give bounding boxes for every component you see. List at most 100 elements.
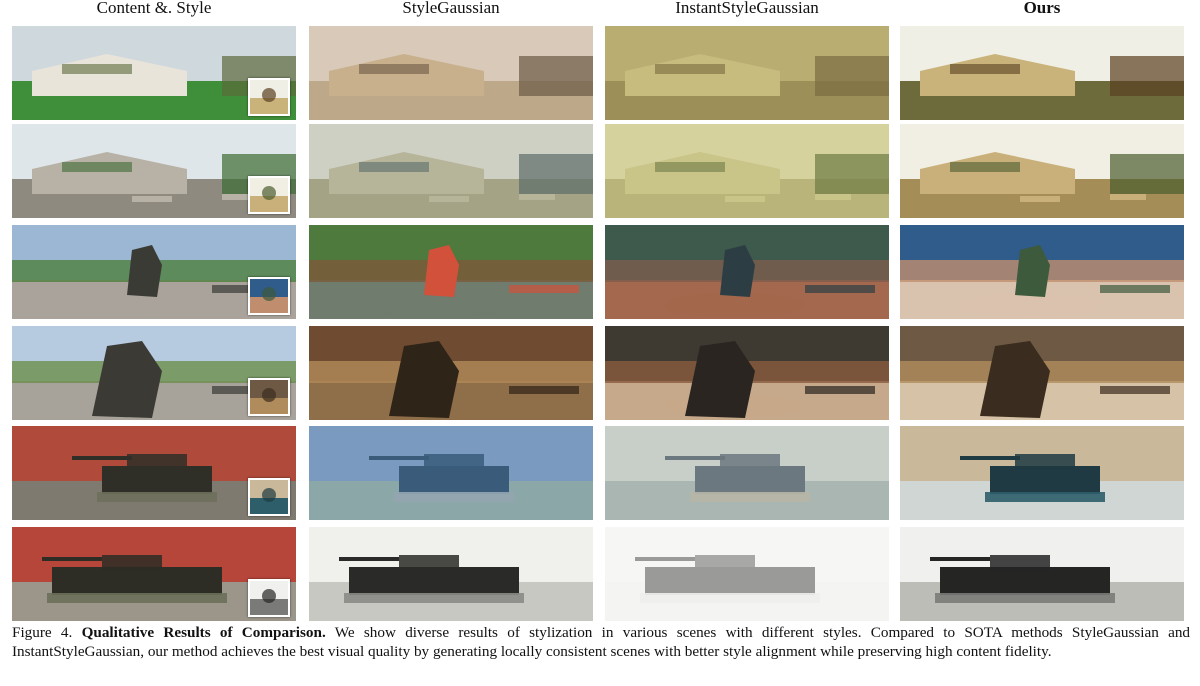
scene-image-courtyard-with-tables-col-0 bbox=[12, 124, 296, 218]
plaza-shape bbox=[960, 293, 1100, 317]
scene-image-courtyard-with-tables-col-3 bbox=[900, 124, 1184, 218]
figure-label: Figure 4. bbox=[12, 624, 73, 641]
caption-title: Qualitative Results of Comparison. bbox=[81, 624, 326, 641]
tank-turret-shape bbox=[1015, 454, 1075, 470]
bench-shape bbox=[1100, 386, 1170, 394]
scene-image-tank-front-col-2 bbox=[605, 426, 889, 520]
table-shape bbox=[815, 194, 851, 200]
tank-barrel-shape bbox=[930, 557, 990, 561]
plaza-shape bbox=[369, 293, 509, 317]
table-shape bbox=[1110, 194, 1146, 200]
tank-hull-shape bbox=[349, 567, 519, 595]
caption-body: We show diverse results of stylization i… bbox=[12, 624, 1191, 660]
bench-shape bbox=[212, 285, 282, 293]
brown-painting-style-thumbnail bbox=[248, 378, 290, 416]
scene-image-tank-side-col-3 bbox=[900, 527, 1184, 621]
tank-turret-shape bbox=[399, 555, 459, 571]
scene-image-courtyard-with-tables-col-1 bbox=[309, 124, 593, 218]
lattice-shape bbox=[950, 64, 1020, 74]
tank-hull-shape bbox=[399, 466, 509, 494]
scene-image-statue-closeup-col-3 bbox=[900, 326, 1184, 420]
plaza-shape bbox=[665, 293, 805, 317]
tree-shape bbox=[815, 56, 889, 96]
tank-barrel-shape bbox=[42, 557, 102, 561]
lattice-shape bbox=[359, 162, 429, 172]
roof-beam-shape bbox=[605, 426, 889, 444]
bench-shape bbox=[509, 386, 579, 394]
roof-beam-shape bbox=[900, 426, 1184, 444]
tree-shape bbox=[815, 154, 889, 194]
tank-tracks-shape bbox=[985, 492, 1105, 502]
tank-tracks-shape bbox=[394, 492, 514, 502]
statue-shape bbox=[1015, 245, 1050, 297]
tank-turret-shape bbox=[127, 454, 187, 470]
statue-shape bbox=[127, 245, 162, 297]
roof-beam-shape bbox=[12, 426, 296, 444]
tree-shape bbox=[1110, 56, 1184, 96]
lattice-shape bbox=[359, 64, 429, 74]
column-header-stylegaussian: StyleGaussian bbox=[402, 0, 500, 17]
plaza-shape bbox=[72, 293, 212, 317]
lattice-shape bbox=[655, 64, 725, 74]
tank-turret-shape bbox=[102, 555, 162, 571]
tank-tracks-shape bbox=[344, 593, 524, 603]
seascape-style-thumbnail bbox=[248, 478, 290, 516]
lattice-shape bbox=[62, 64, 132, 74]
tank-barrel-shape bbox=[635, 557, 695, 561]
scene-image-statue-garden-col-1 bbox=[309, 225, 593, 319]
tank-barrel-shape bbox=[665, 456, 725, 460]
column-header-content-style: Content &. Style bbox=[96, 0, 212, 17]
statue-shape bbox=[424, 245, 459, 297]
scene-image-tank-side-col-1 bbox=[309, 527, 593, 621]
table-shape bbox=[1020, 196, 1060, 202]
table-shape bbox=[725, 196, 765, 202]
roof-beam-shape bbox=[605, 527, 889, 545]
lattice-shape bbox=[62, 162, 132, 172]
tank-turret-shape bbox=[695, 555, 755, 571]
portrait-sketch-style-thumbnail bbox=[248, 579, 290, 617]
roof-beam-shape bbox=[900, 527, 1184, 545]
scene-image-statue-garden-col-0 bbox=[12, 225, 296, 319]
tree-shape bbox=[519, 154, 593, 194]
lattice-shape bbox=[655, 162, 725, 172]
scene-image-tank-side-col-0 bbox=[12, 527, 296, 621]
statue-shape bbox=[685, 341, 755, 418]
scene-image-house-front-col-3 bbox=[900, 26, 1184, 120]
bench-shape bbox=[212, 386, 282, 394]
bench-shape bbox=[805, 386, 875, 394]
tank-tracks-shape bbox=[690, 492, 810, 502]
scene-image-tank-front-col-1 bbox=[309, 426, 593, 520]
table-shape bbox=[429, 196, 469, 202]
scene-image-tank-side-col-2 bbox=[605, 527, 889, 621]
scene-image-tank-front-col-3 bbox=[900, 426, 1184, 520]
column-header-instantstylegaussian: InstantStyleGaussian bbox=[675, 0, 819, 17]
tank-tracks-shape bbox=[640, 593, 820, 603]
column-header-ours: Ours bbox=[1023, 0, 1061, 17]
statue-shape bbox=[720, 245, 755, 297]
table-shape bbox=[222, 194, 258, 200]
roof-beam-shape bbox=[12, 527, 296, 545]
tank-barrel-shape bbox=[339, 557, 399, 561]
tank-barrel-shape bbox=[960, 456, 1020, 460]
tank-hull-shape bbox=[52, 567, 222, 595]
figure-caption: Figure 4. Qualitative Results of Compari… bbox=[12, 624, 1190, 661]
tank-turret-shape bbox=[720, 454, 780, 470]
scene-image-statue-garden-col-3 bbox=[900, 225, 1184, 319]
scene-image-courtyard-with-tables-col-2 bbox=[605, 124, 889, 218]
statue-shape bbox=[389, 341, 459, 418]
scene-image-statue-closeup-col-1 bbox=[309, 326, 593, 420]
scene-image-statue-garden-col-2 bbox=[605, 225, 889, 319]
tank-hull-shape bbox=[695, 466, 805, 494]
table-shape bbox=[132, 196, 172, 202]
flower-mosaic-style-thumbnail bbox=[248, 277, 290, 315]
tank-hull-shape bbox=[940, 567, 1110, 595]
statue-shape bbox=[980, 341, 1050, 418]
tank-tracks-shape bbox=[97, 492, 217, 502]
tank-turret-shape bbox=[424, 454, 484, 470]
tank-hull-shape bbox=[645, 567, 815, 595]
scene-image-house-front-col-1 bbox=[309, 26, 593, 120]
roof-beam-shape bbox=[309, 426, 593, 444]
sketch-style-thumbnail bbox=[248, 78, 290, 116]
tank-barrel-shape bbox=[369, 456, 429, 460]
scene-image-house-front-col-2 bbox=[605, 26, 889, 120]
